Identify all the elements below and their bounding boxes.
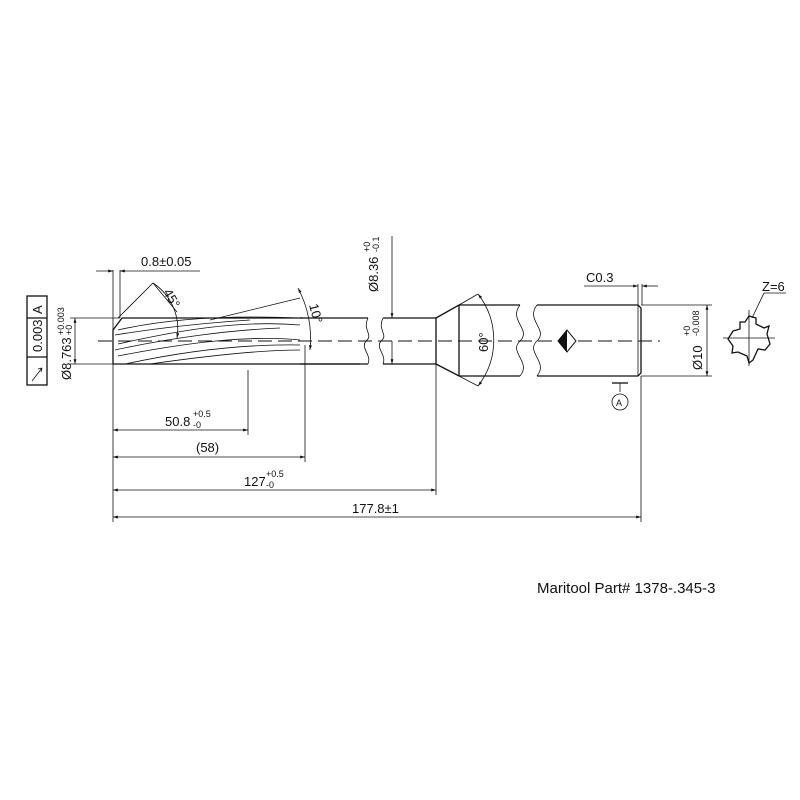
svg-text:0.003: 0.003 xyxy=(30,319,45,352)
svg-text:Ø8.763: Ø8.763 xyxy=(59,337,74,380)
runout-icon xyxy=(31,367,43,382)
angle-60: 60° xyxy=(458,293,495,387)
svg-text:+0.003: +0.003 xyxy=(56,307,66,335)
shank-chamfer-dimension: C0.3 xyxy=(584,270,658,305)
svg-text:-0: -0 xyxy=(266,480,274,490)
cut-diameter-dimension: Ø8.763 +0.003 +0 xyxy=(56,307,120,380)
shank-diameter-dimension: Ø10 +0 -0.008 xyxy=(641,304,712,377)
neck-diameter-dimension: Ø8.36 +0 -0.1 xyxy=(362,236,394,364)
svg-text:A: A xyxy=(616,398,622,408)
svg-text:+0.5: +0.5 xyxy=(193,409,211,419)
svg-text:60°: 60° xyxy=(476,332,491,352)
part-number-label: Maritool Part# 1378-.345-3 xyxy=(537,580,715,597)
fluted-body xyxy=(112,316,360,365)
length-dimensions: 50.8 +0.5 -0 (58) 127 +0.5 -0 177.8±1 xyxy=(112,345,642,522)
angle-10: 10° xyxy=(209,287,326,351)
svg-text:10°: 10° xyxy=(306,302,326,325)
runout-frame: 0.003 A xyxy=(26,295,48,386)
svg-text:+0: +0 xyxy=(682,326,692,336)
svg-text:45°: 45° xyxy=(160,286,183,311)
chamfer-dimension: 0.8±0.05 xyxy=(96,254,200,330)
svg-text:A: A xyxy=(30,305,45,314)
neck xyxy=(300,317,437,365)
svg-text:+0: +0 xyxy=(64,325,74,335)
flute-section-view: Z=6 xyxy=(723,279,786,366)
svg-text:+0: +0 xyxy=(362,242,372,252)
svg-text:-0.1: -0.1 xyxy=(371,236,381,252)
svg-text:Ø8.36: Ø8.36 xyxy=(366,257,381,292)
flute-length-label: 50.8 xyxy=(165,414,190,429)
ref-length-label: (58) xyxy=(196,440,219,455)
shank xyxy=(435,304,642,377)
chamfer-width-label: 0.8±0.05 xyxy=(141,254,192,269)
svg-text:Ø10: Ø10 xyxy=(690,345,705,370)
datum-a-marker: A xyxy=(611,382,629,411)
svg-text:C0.3: C0.3 xyxy=(586,270,613,285)
svg-text:Z=6: Z=6 xyxy=(762,279,785,294)
svg-text:-0: -0 xyxy=(193,420,201,430)
overall-length-label: 177.8±1 xyxy=(352,501,399,516)
svg-text:-0.008: -0.008 xyxy=(691,310,701,336)
neck-length-label: 127 xyxy=(244,474,266,489)
svg-text:+0.5: +0.5 xyxy=(266,469,284,479)
